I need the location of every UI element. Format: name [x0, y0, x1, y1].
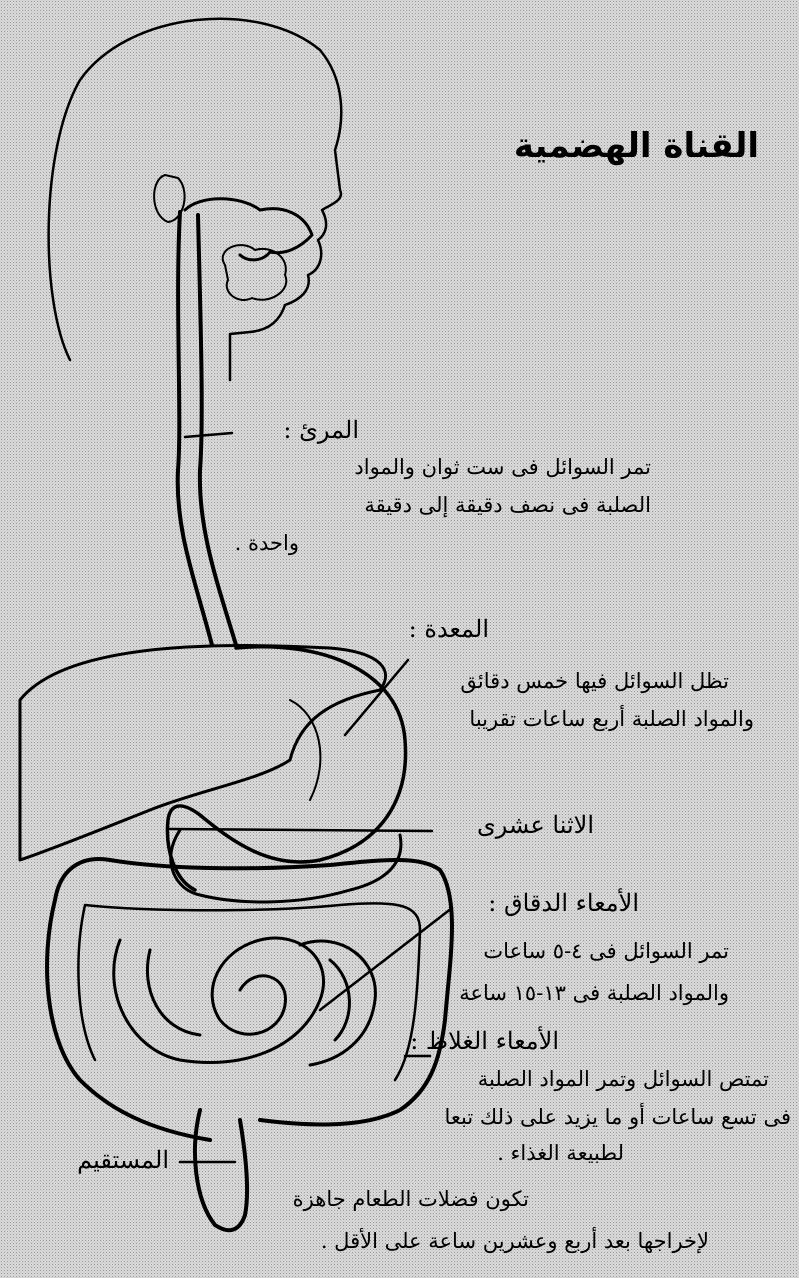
small-intestine — [114, 938, 324, 1062]
pointer-duodenum — [170, 829, 432, 831]
esophagus-tube-right — [198, 215, 236, 645]
rectum — [195, 1110, 247, 1230]
oral-cavity — [185, 199, 312, 260]
small-intestine-line-1: تمر السوائل فى ٤-٥ ساعات — [483, 938, 729, 964]
stomach-line-2: والمواد الصلبة أربع ساعات تقريبا — [469, 706, 754, 732]
small-intestine-coil-2 — [147, 941, 375, 1065]
rectum-line-1: تكون فضلات الطعام جاهزة — [293, 1186, 529, 1212]
stomach-label: المعدة : — [409, 614, 489, 644]
large-intestine-label: الأمعاء الغلاظ : — [410, 1026, 559, 1056]
head-outline — [49, 19, 342, 380]
large-intestine-line-3: لطبيعة الغذاء . — [497, 1140, 624, 1166]
large-intestine-inner — [78, 903, 420, 1080]
large-intestine-line-1: تمتص السوائل وتمر المواد الصلبة — [478, 1066, 769, 1092]
stomach-line-1: تظل السوائل فيها خمس دقائق — [460, 668, 729, 694]
small-intestine-label: الأمعاء الدقاق : — [488, 888, 639, 918]
diagram-title: القناة الهضمية — [514, 125, 759, 168]
pointer-small-intestine — [320, 908, 452, 1010]
esophagus-line-1: تمر السوائل فى ست ثوان والمواد — [354, 454, 651, 480]
esophagus-line-2: الصلبة فى نصف دقيقة إلى دقيقة — [364, 492, 651, 518]
rectum-label: المستقيم — [77, 1145, 169, 1175]
liver — [20, 646, 386, 860]
salivary-gland — [223, 245, 287, 300]
duodenum-label: الاثنا عشرى — [477, 810, 594, 840]
large-intestine-line-2: فى تسع ساعات أو ما يزيد على ذلك تبعا — [445, 1104, 791, 1130]
pointer-esophagus — [185, 433, 232, 437]
esophagus-label: المرئ : — [283, 415, 359, 445]
esophagus-tube-left — [178, 212, 212, 645]
small-intestine-line-2: والمواد الصلبة فى ١٣-١٥ ساعة — [459, 980, 729, 1006]
esophagus-line-3: واحدة . — [235, 530, 299, 556]
stomach — [167, 647, 405, 890]
rectum-line-2: لإخراجها بعد أربع وعشرين ساعة على الأقل … — [321, 1228, 709, 1254]
